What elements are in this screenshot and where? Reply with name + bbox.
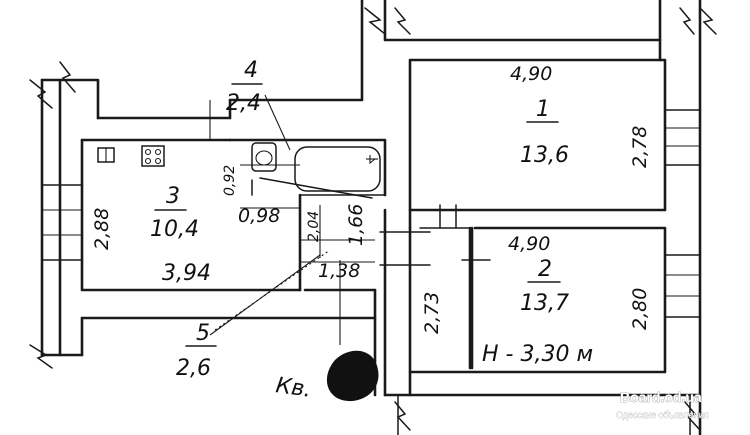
room-1-area: 13,6 <box>520 143 569 168</box>
room-2-width: 4,90 <box>508 233 550 255</box>
room-4-number: 4 <box>244 58 258 83</box>
room-3-width: 3,94 <box>162 261 211 286</box>
room-labels: 4,90 1 13,6 2,78 4,90 2 13,7 2,80 2,73 3… <box>91 58 651 381</box>
bathtub-icon <box>294 146 381 192</box>
room-1-width: 4,90 <box>510 63 552 85</box>
watermark: Board.od.ua Одесские объявления <box>616 389 709 421</box>
watermark-site: Board.od.ua <box>620 389 702 405</box>
room-3-number: 3 <box>166 184 180 209</box>
room-4-area: 2,4 <box>226 91 261 116</box>
watermark-tagline: Одесские объявления <box>616 410 709 420</box>
room-3-depth: 2,88 <box>91 208 113 250</box>
stove-icon <box>141 145 165 167</box>
room-2-number: 2 <box>538 257 552 282</box>
room-5-area: 2,6 <box>176 356 211 381</box>
room-2-area: 13,7 <box>520 291 569 316</box>
apartment-mark-icon <box>326 350 379 402</box>
fixtures <box>97 94 491 402</box>
room-3-area: 10,4 <box>150 217 199 242</box>
room-1-number: 1 <box>536 97 550 122</box>
dimension-labels: 0,92 0,98 2,04 1,66 1,38 <box>222 165 367 282</box>
room-2-depth: 2,80 <box>629 288 651 330</box>
room-1-depth: 2,78 <box>629 126 651 168</box>
dim-1-38: 1,38 <box>318 260 360 282</box>
ceiling-height: H - 3,30 м <box>482 342 593 367</box>
room-2-left-side: 2,73 <box>421 292 443 334</box>
dim-0-98: 0,98 <box>238 205 280 227</box>
dim-2-04: 2,04 <box>306 211 322 242</box>
dim-1-66: 1,66 <box>345 204 367 246</box>
room-5-number: 5 <box>196 321 210 346</box>
dim-0-92: 0,92 <box>222 165 238 196</box>
apartment-label: Кв. <box>274 373 313 403</box>
toilet-icon <box>251 142 277 172</box>
